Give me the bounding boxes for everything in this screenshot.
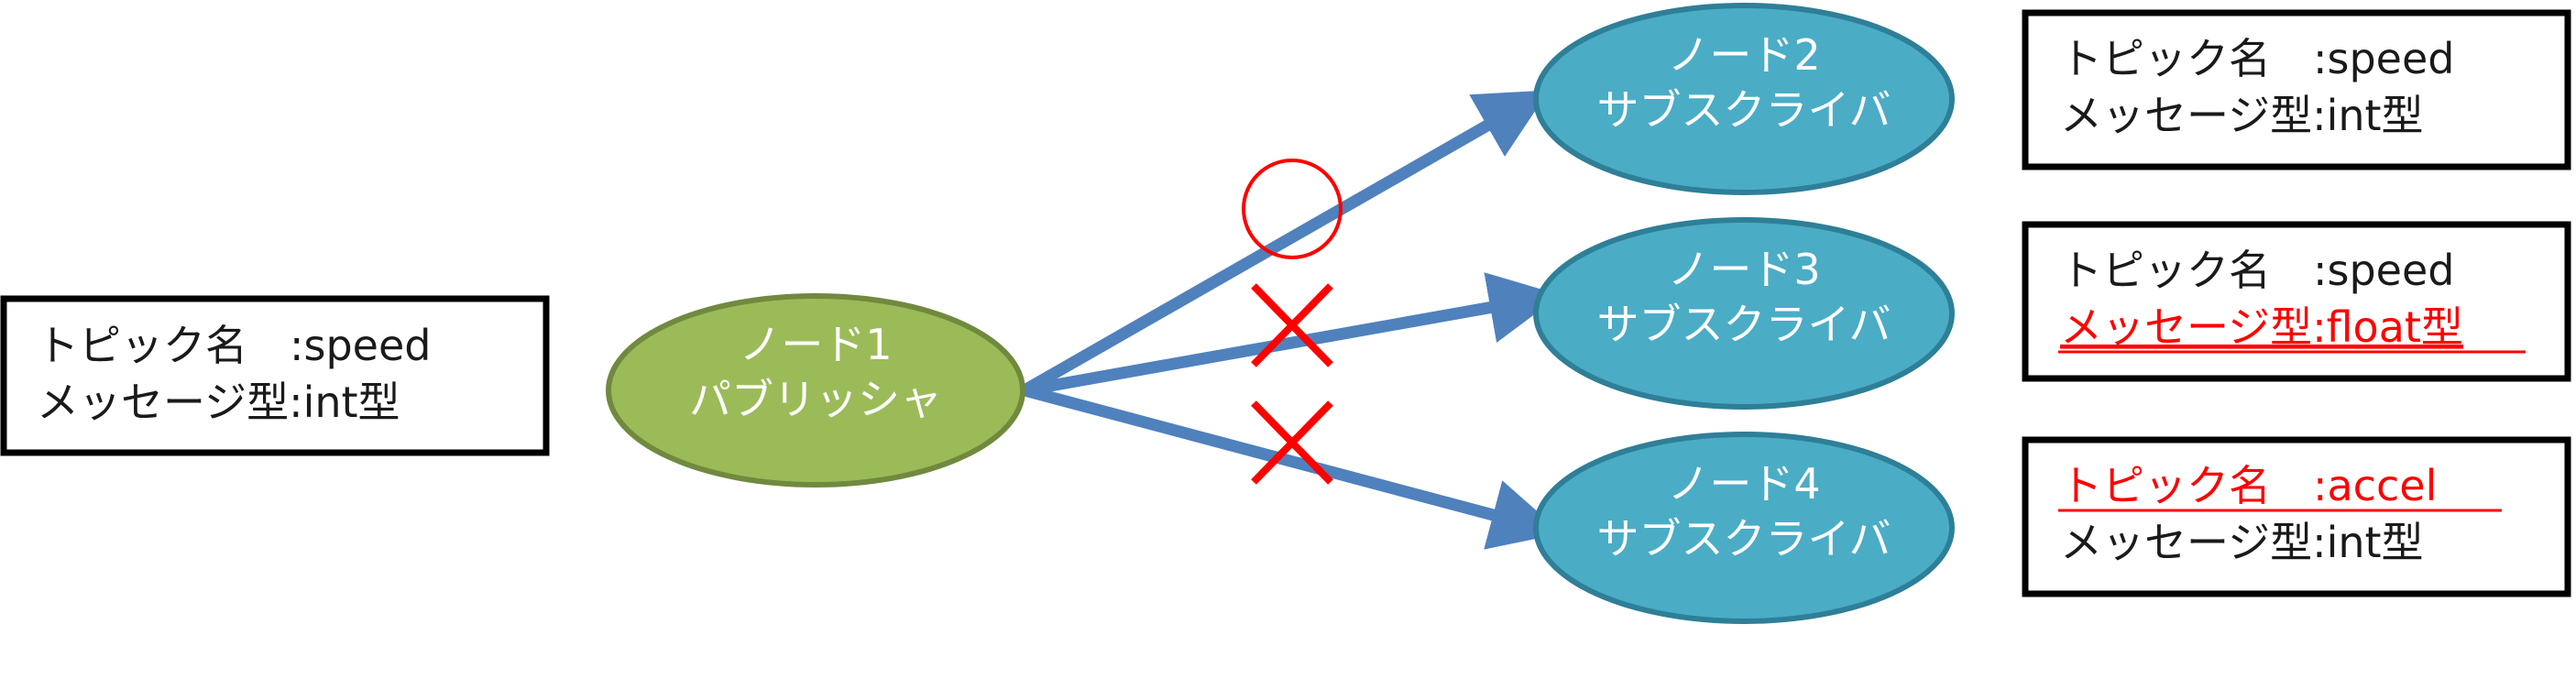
subscriber-info-border-2 bbox=[2022, 9, 2571, 170]
subscriber-role-3: サブスクライバ bbox=[1596, 300, 1891, 349]
subscriber-role-2: サブスクライバ bbox=[1596, 85, 1891, 135]
subscriber-topic-line-3: トピック名 :speed bbox=[2060, 246, 2454, 295]
subscriber-ellipse-3 bbox=[1533, 217, 1955, 410]
publisher-topic-line: トピック名 :speed bbox=[37, 321, 431, 370]
subscriber-node-3: ノード3 サブスクライバ bbox=[1533, 217, 1955, 410]
publisher-node: ノード1 パブリッシャ bbox=[606, 293, 1025, 487]
subscriber-ellipse-2 bbox=[1533, 3, 1955, 195]
subscriber-role-4: サブスクライバ bbox=[1596, 514, 1891, 564]
subscriber-info-box-3: トピック名 :speed メッセージ型:float型 bbox=[2022, 221, 2571, 382]
publisher-info-box: トピック名 :speed メッセージ型:int型 bbox=[0, 295, 550, 456]
subscriber-name-2: ノード2 bbox=[1667, 30, 1820, 80]
mismatch-cross-mark-node4 bbox=[1251, 400, 1333, 485]
subscriber-info-box-4: トピック名 :accel メッセージ型:int型 bbox=[2022, 436, 2571, 597]
subscriber-type-line-3: メッセージ型:float型 bbox=[2060, 302, 2463, 352]
mismatch-cross-mark-node3 bbox=[1251, 283, 1333, 367]
subscriber-info-box-2: トピック名 :speed メッセージ型:int型 bbox=[2022, 9, 2571, 170]
publisher-ellipse bbox=[606, 293, 1025, 487]
match-circle-mark bbox=[1242, 159, 1343, 259]
subscriber-info-border-4 bbox=[2022, 436, 2571, 597]
subscriber-node-2: ノード2 サブスクライバ bbox=[1533, 3, 1955, 195]
publisher-type-line: メッセージ型:int型 bbox=[37, 378, 400, 427]
subscriber-name-3: ノード3 bbox=[1667, 245, 1820, 294]
publisher-name: ノード1 bbox=[739, 320, 892, 369]
subscriber-type-line-2: メッセージ型:int型 bbox=[2060, 91, 2424, 140]
subscriber-topic-line-2: トピック名 :speed bbox=[2060, 34, 2454, 83]
connection-arrows bbox=[1021, 90, 1562, 550]
arrow-to-node2 bbox=[1021, 90, 1550, 396]
subscriber-ellipse-4 bbox=[1533, 432, 1955, 624]
subscriber-topic-line-4: トピック名 :accel bbox=[2060, 461, 2437, 510]
subscriber-name-4: ノード4 bbox=[1667, 459, 1820, 509]
arrow-to-node3 bbox=[1023, 272, 1562, 397]
subscriber-node-4: ノード4 サブスクライバ bbox=[1533, 432, 1955, 624]
publisher-role: パブリッシャ bbox=[689, 375, 942, 424]
arrow-to-node4 bbox=[1023, 384, 1562, 550]
publisher-info-border bbox=[0, 295, 550, 456]
connection-marks bbox=[1242, 159, 1343, 485]
subscriber-type-line-4: メッセージ型:int型 bbox=[2060, 518, 2424, 567]
